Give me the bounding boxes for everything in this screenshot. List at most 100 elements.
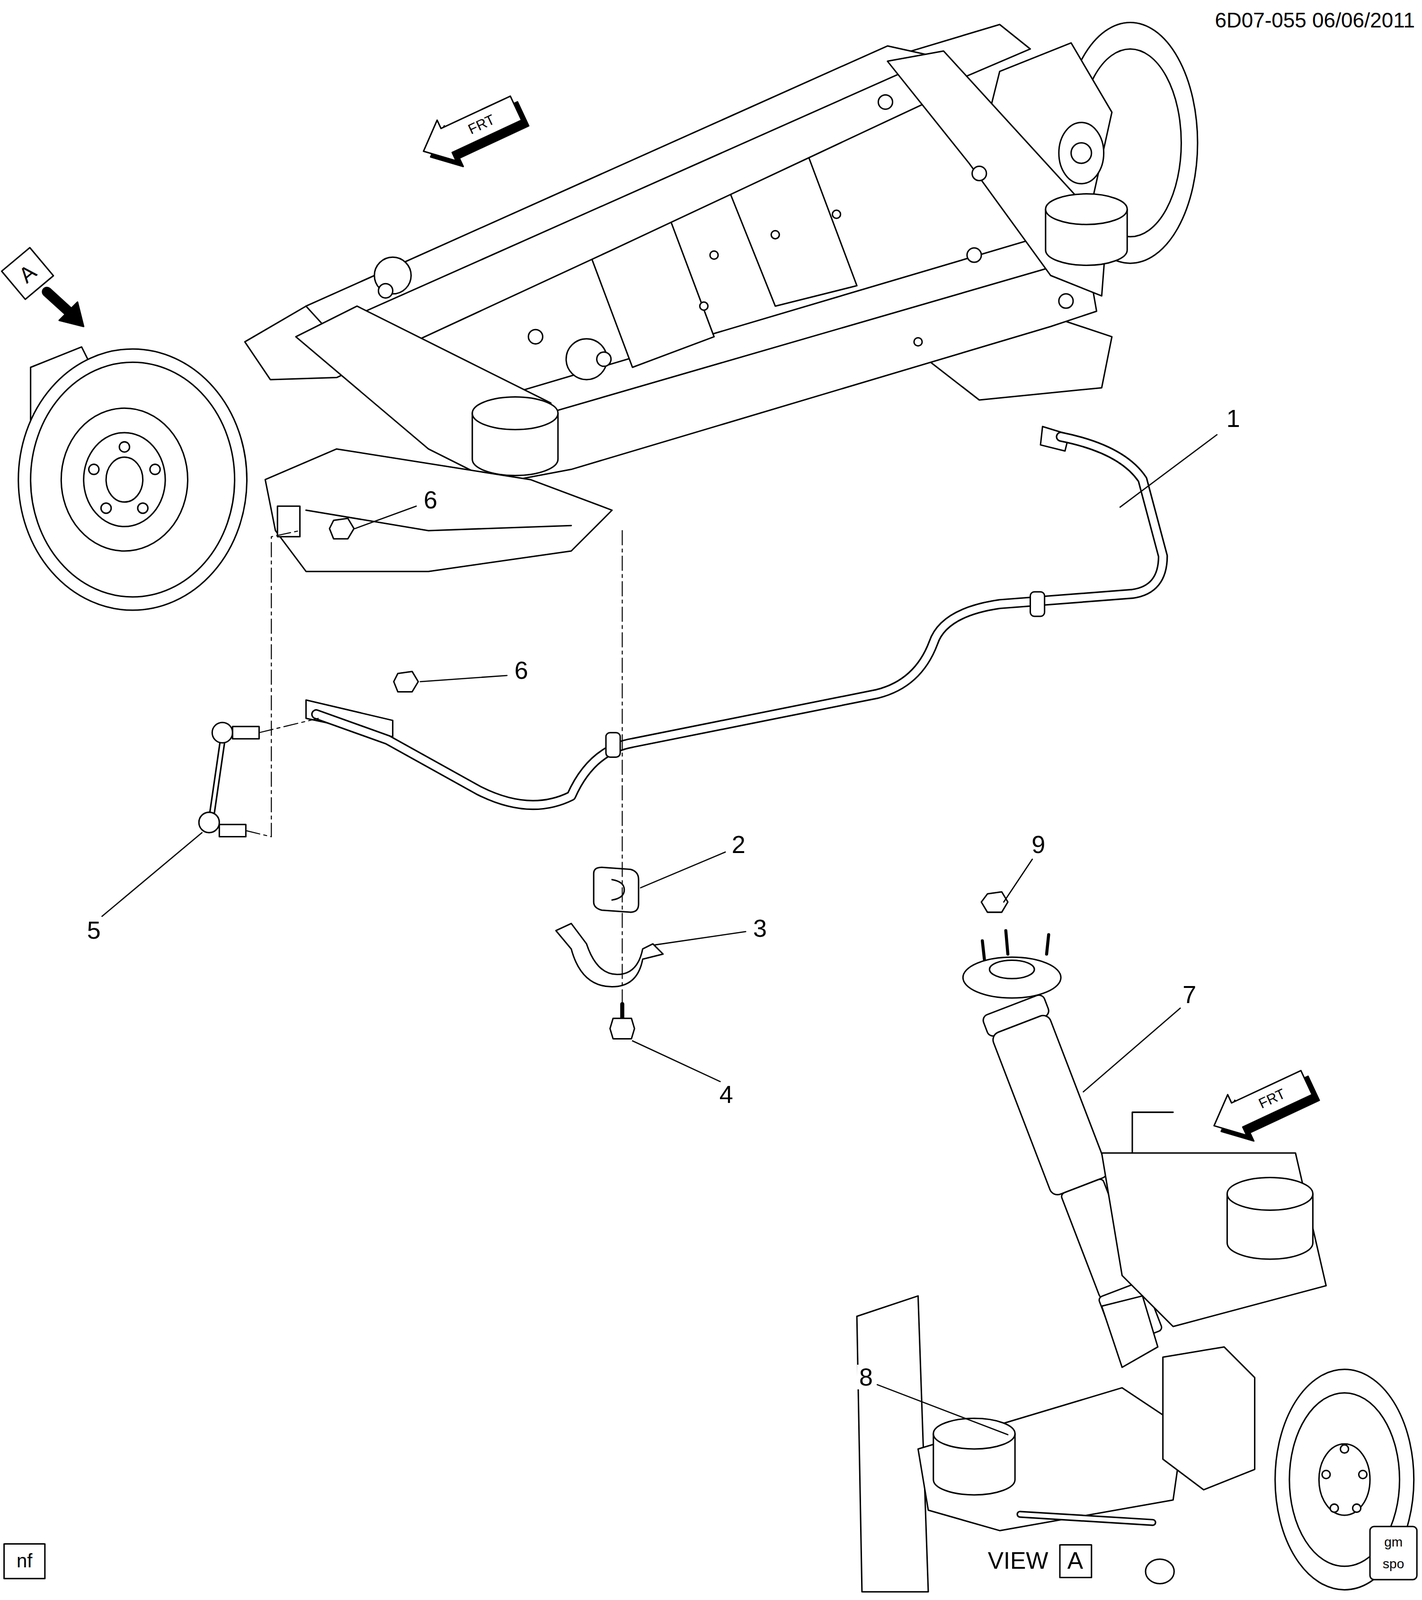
shock-absorber (989, 959, 1035, 979)
suspension-cradle (472, 397, 559, 430)
direction-arrow (414, 87, 526, 172)
view-a-inset (1318, 1443, 1370, 1516)
direction-arrow (46, 292, 70, 313)
stabilizer-link (329, 518, 355, 539)
mark-frame (4, 1526, 1418, 1580)
suspension-cradle (967, 248, 982, 263)
callout-number: 5 (84, 917, 104, 943)
suspension-cradle (61, 408, 188, 552)
suspension-cradle (18, 348, 248, 611)
suspension-cradle (305, 56, 934, 329)
shock-absorber (962, 957, 1061, 998)
stabilizer-bar (305, 426, 1163, 805)
suspension-cradle (88, 464, 99, 475)
view-a-inset (1358, 1470, 1367, 1479)
mark-frame (1369, 1526, 1417, 1580)
leader-line (101, 434, 1217, 1435)
leader-line (101, 832, 202, 917)
view-marker: A (15, 260, 41, 287)
view-a-inset (1163, 1346, 1255, 1490)
bushing-clamp (620, 1004, 625, 1019)
drawing-code: 6D07-055 06/06/2011 (1214, 9, 1415, 31)
bushing-clamp (555, 923, 663, 987)
suspension-cradle (378, 283, 393, 298)
direction-text: FRT (1256, 1086, 1288, 1111)
stabilizer-link (232, 726, 259, 739)
suspension-cradle (596, 352, 612, 367)
shock-absorber (1005, 930, 1008, 955)
shock-absorber (990, 1013, 1111, 1197)
direction-arrow (59, 302, 84, 327)
view-a-inset (1226, 1177, 1313, 1211)
logo-text: spo (1382, 1557, 1405, 1571)
callout-number: 9 (1029, 832, 1048, 857)
suspension-cradle (1045, 194, 1128, 225)
leader-line (654, 931, 746, 945)
suspension-cradle (972, 166, 987, 181)
direction-arrow (414, 86, 533, 179)
view-a-inset (1322, 1470, 1331, 1479)
suspension-cradle (1071, 142, 1092, 164)
assembly-line (245, 530, 623, 1005)
bushing-clamp (610, 1018, 635, 1039)
assembly-line (245, 530, 300, 837)
direction-arrow (1204, 1060, 1324, 1154)
callout-number: 2 (729, 832, 748, 857)
suspension-cradle (699, 302, 708, 311)
logo-text: gm (1384, 1535, 1403, 1549)
callout-number: 7 (1180, 982, 1199, 1007)
suspension-cradle (528, 329, 543, 344)
view-a-inset (1330, 1503, 1339, 1512)
suspension-cradle (710, 250, 719, 259)
leader-line (1119, 434, 1218, 507)
view-a-inset (1132, 1112, 1174, 1154)
stabilizer-link (198, 812, 220, 833)
direction-arrow (1204, 1062, 1316, 1147)
callout-number: 1 (1224, 406, 1243, 431)
view-a-inset (1020, 1514, 1153, 1523)
stabilizer-bar (316, 436, 1164, 806)
leader-line (877, 1384, 1008, 1435)
bushing-clamp (593, 867, 639, 913)
view-a-inset (856, 1296, 929, 1592)
suspension-cradle (83, 432, 166, 527)
suspension-cradle (771, 230, 780, 239)
shock-absorber (982, 940, 985, 960)
suspension-cradle (150, 464, 161, 475)
stabilizer-bar (605, 732, 621, 758)
stabilizer-link (219, 824, 246, 837)
assembly-line (258, 718, 319, 733)
view-a-inset (1340, 1444, 1349, 1453)
view-a-inset (1352, 1503, 1361, 1512)
direction-text: FRT (466, 112, 498, 137)
stabilizer-bar (316, 436, 1164, 806)
suspension-cradle (914, 337, 923, 347)
view-a-inset (856, 1112, 1414, 1592)
leader-line (1003, 859, 1032, 903)
stabilizer-link (212, 741, 223, 813)
stabilizer-link (393, 671, 419, 692)
leader-line (1083, 1008, 1181, 1093)
suspension-cradle (30, 362, 235, 597)
callout-number: 4 (717, 1082, 736, 1107)
suspension-cradle (1058, 293, 1074, 309)
leader-line (632, 1040, 720, 1082)
direction-arrow (1, 86, 1324, 1154)
view-a-inset (1275, 1369, 1414, 1591)
shock-absorber (1046, 934, 1049, 955)
callout-number: 6 (421, 487, 440, 513)
view-a-inset (1020, 1514, 1153, 1523)
suspension-cradle (106, 457, 143, 503)
callout-number: 8 (856, 1364, 876, 1390)
suspension-cradle (18, 22, 1198, 611)
suspension-cradle (832, 210, 841, 219)
view-a-inset (1101, 1296, 1158, 1368)
mark-frame (1059, 1545, 1092, 1578)
suspension-cradle (878, 94, 893, 109)
view-a-inset (1145, 1559, 1174, 1584)
suspension-cradle (277, 506, 300, 537)
view-a-inset (933, 1418, 1015, 1449)
leader-line (420, 675, 507, 682)
